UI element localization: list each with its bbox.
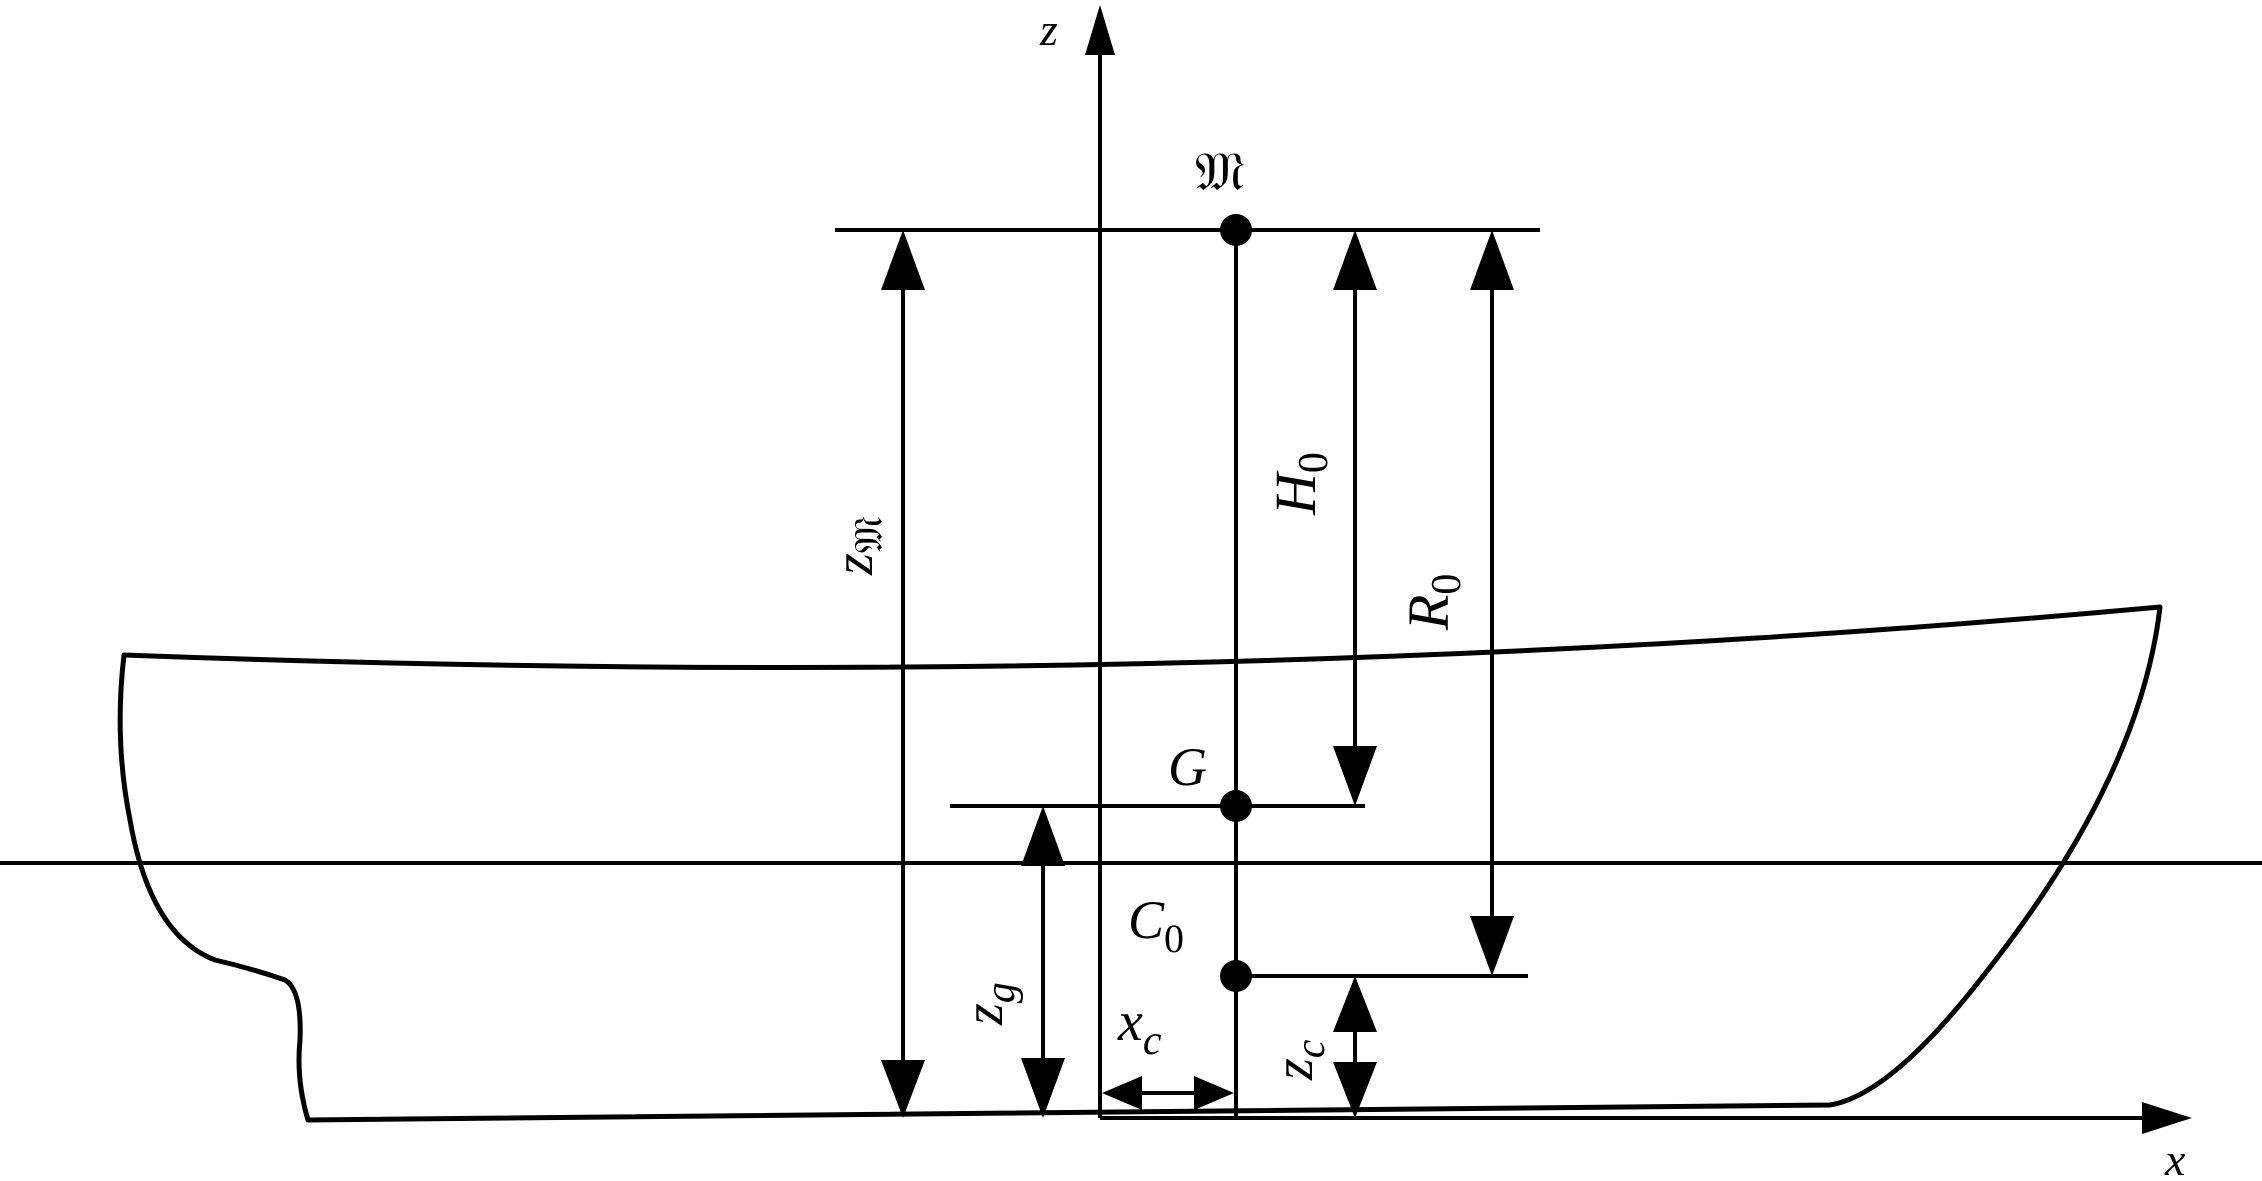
zc-arrow-bottom [1333, 1062, 1377, 1118]
z-axis-arrowhead [1085, 5, 1115, 55]
z-metacenter-label-sub: 𝔐 [846, 516, 892, 553]
z-metacenter-label-main: z [823, 553, 885, 576]
ship-hull [117, 604, 2163, 1123]
r0-label-sub: 0 [1424, 574, 1470, 595]
zc-label-sub: c [1288, 1039, 1334, 1058]
zc-label-main: z [1263, 1058, 1325, 1081]
z-metacenter-arrow-top [881, 230, 925, 290]
buoyancy-label-main: C [1128, 890, 1165, 950]
h0-label: H0 [1263, 452, 1337, 516]
xc-label-main: x [1117, 991, 1143, 1053]
xc-arrow-right [1194, 1076, 1234, 1110]
zg-arrow-bottom [1021, 1058, 1065, 1118]
r0-arrow-top [1470, 230, 1514, 290]
r0-label-main: R [1396, 595, 1461, 631]
zg-label-sub: g [978, 982, 1024, 1003]
x-axis-arrowhead [2142, 1102, 2192, 1134]
xc-label-sub: c [1143, 1018, 1162, 1064]
buoyancy-label: C0 [1128, 890, 1184, 961]
r0-label: R0 [1396, 574, 1470, 631]
zg-label: zg [953, 982, 1024, 1026]
h0-arrow-bottom [1333, 746, 1377, 806]
zc-label: zc [1263, 1039, 1334, 1081]
gravity-point [1220, 790, 1252, 822]
z-metacenter-arrow-bottom [881, 1060, 925, 1118]
h0-label-sub: 0 [1291, 452, 1337, 473]
zg-arrow-top [1021, 806, 1065, 866]
buoyancy-label-sub: 0 [1164, 916, 1184, 961]
buoyancy-point [1220, 960, 1252, 992]
z-axis-label: z [1039, 4, 1058, 55]
h0-arrow-top [1333, 230, 1377, 290]
xc-label: xc [1117, 991, 1162, 1064]
xc-arrow-left [1102, 1076, 1142, 1110]
x-axis-label: x [2164, 1134, 2186, 1181]
zc-arrow-top [1333, 976, 1377, 1032]
zg-label-main: z [953, 1003, 1015, 1026]
gravity-label: G [1168, 737, 1207, 797]
metacenter-label: 𝔐 [1195, 140, 1245, 203]
metacenter-point [1220, 214, 1252, 246]
h0-label-main: H [1263, 470, 1328, 516]
z-metacenter-label: z𝔐 [823, 516, 892, 576]
r0-arrow-bottom [1470, 916, 1514, 976]
